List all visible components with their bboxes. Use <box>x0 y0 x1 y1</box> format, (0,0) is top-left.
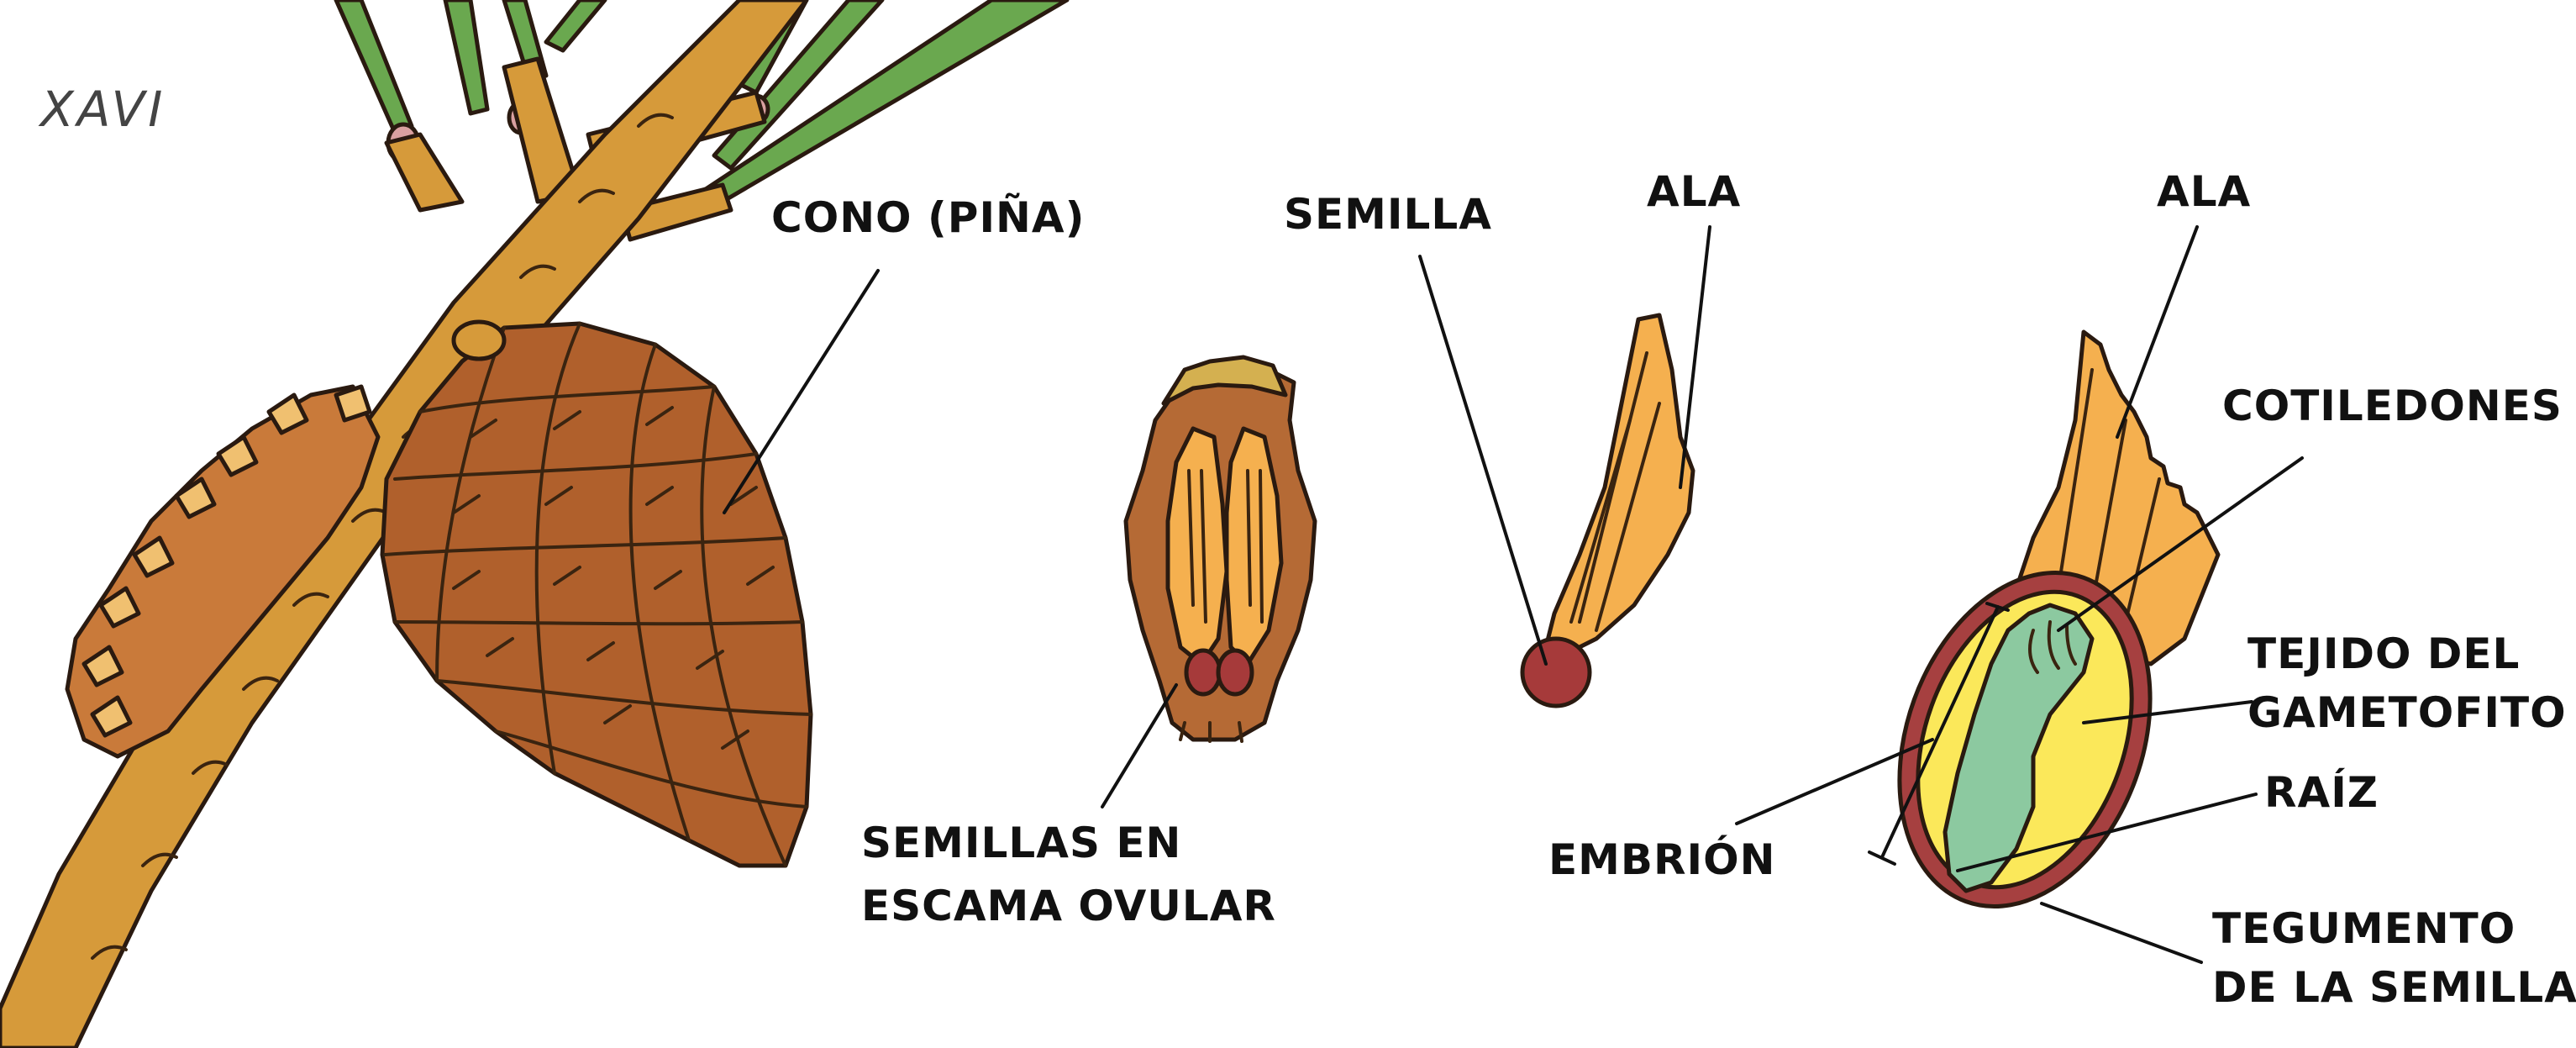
label-wing-1: ALA <box>1647 167 1741 216</box>
scale-seeds <box>1184 648 1254 697</box>
label-cotyledons: COTILEDONES <box>2222 382 2563 430</box>
scale-wing-left <box>1165 426 1229 666</box>
label-gametophyte-line1: TEJIDO DEL <box>2247 629 2520 678</box>
winged-seed <box>1520 313 1695 708</box>
label-seeds-scale-line2: ESCAMA OVULAR <box>861 882 1276 930</box>
pine-cone <box>380 319 813 868</box>
old-open-cone <box>65 384 381 759</box>
labels: CONO (PIÑA) SEMILLAS EN ESCAMA OVULAR SE… <box>771 167 2576 1012</box>
label-root: RAÍZ <box>2264 767 2379 817</box>
label-gametophyte-line2: GAMETOFITO <box>2247 688 2567 737</box>
leader-lines <box>723 225 2304 964</box>
seed-body <box>1520 636 1592 708</box>
artist-signature: XAVI <box>38 81 166 138</box>
label-seed-coat-line2: DE LA SEMILLA <box>2212 963 2576 1012</box>
label-seed-coat-line1: TEGUMENTO <box>2212 904 2516 953</box>
label-seeds-scale-line1: SEMILLAS EN <box>861 819 1181 867</box>
label-embryo: EMBRIÓN <box>1548 835 1775 884</box>
label-seed: SEMILLA <box>1284 190 1492 239</box>
seed-cross-section <box>1868 329 2221 908</box>
embryo <box>1943 603 2095 893</box>
pine-branch <box>0 0 1070 1048</box>
main-branch <box>0 0 809 1048</box>
label-cone: CONO (PIÑA) <box>771 192 1085 242</box>
label-wing-2: ALA <box>2157 167 2251 216</box>
ovuliferous-scale <box>1123 355 1317 743</box>
seed-wing <box>1543 313 1695 658</box>
